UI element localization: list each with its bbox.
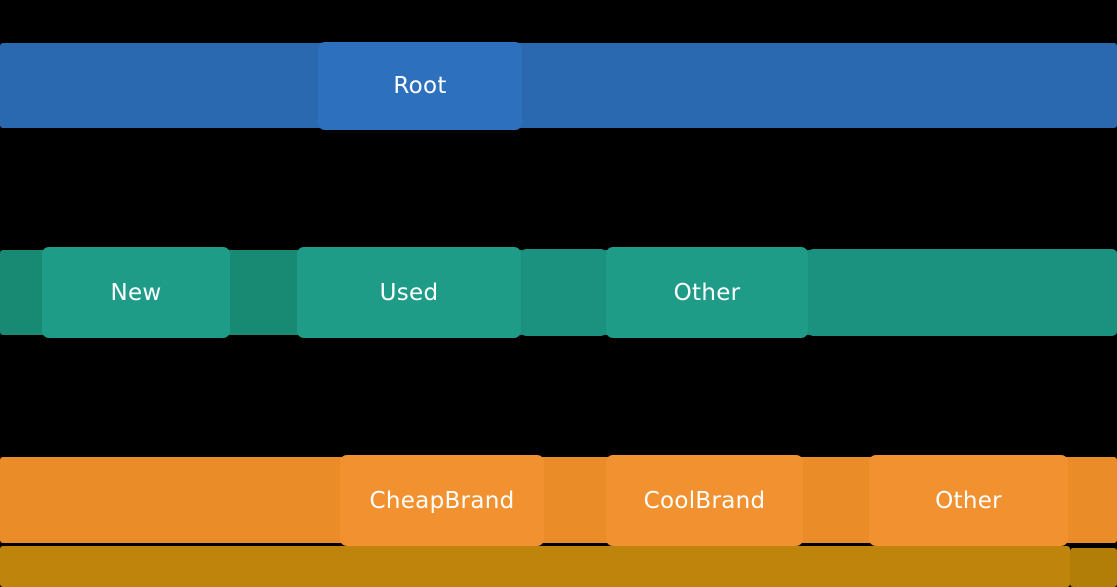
tile-label: Used [379, 279, 439, 306]
level-base-bar [0, 546, 1070, 587]
tile-root[interactable]: Root [318, 42, 522, 130]
tile-used[interactable]: Used [297, 247, 521, 338]
tile-unlabeled [808, 249, 1117, 336]
tile-label: Other [935, 487, 1002, 514]
tile-cheapbrand[interactable]: CheapBrand [340, 455, 544, 546]
tile-label: Other [673, 279, 741, 306]
level-base-bar [1070, 548, 1117, 587]
tile-coolbrand[interactable]: CoolBrand [606, 455, 803, 546]
tile-other[interactable]: Other [869, 455, 1068, 546]
tile-other[interactable]: Other [606, 247, 808, 338]
tile-label: New [110, 279, 162, 306]
tile-label: CoolBrand [643, 487, 766, 514]
level-base-bar [0, 43, 1117, 128]
tile-unlabeled [521, 249, 606, 336]
tile-label: CheapBrand [369, 487, 515, 514]
tile-new[interactable]: New [42, 247, 230, 338]
tile-label: Root [393, 73, 447, 99]
